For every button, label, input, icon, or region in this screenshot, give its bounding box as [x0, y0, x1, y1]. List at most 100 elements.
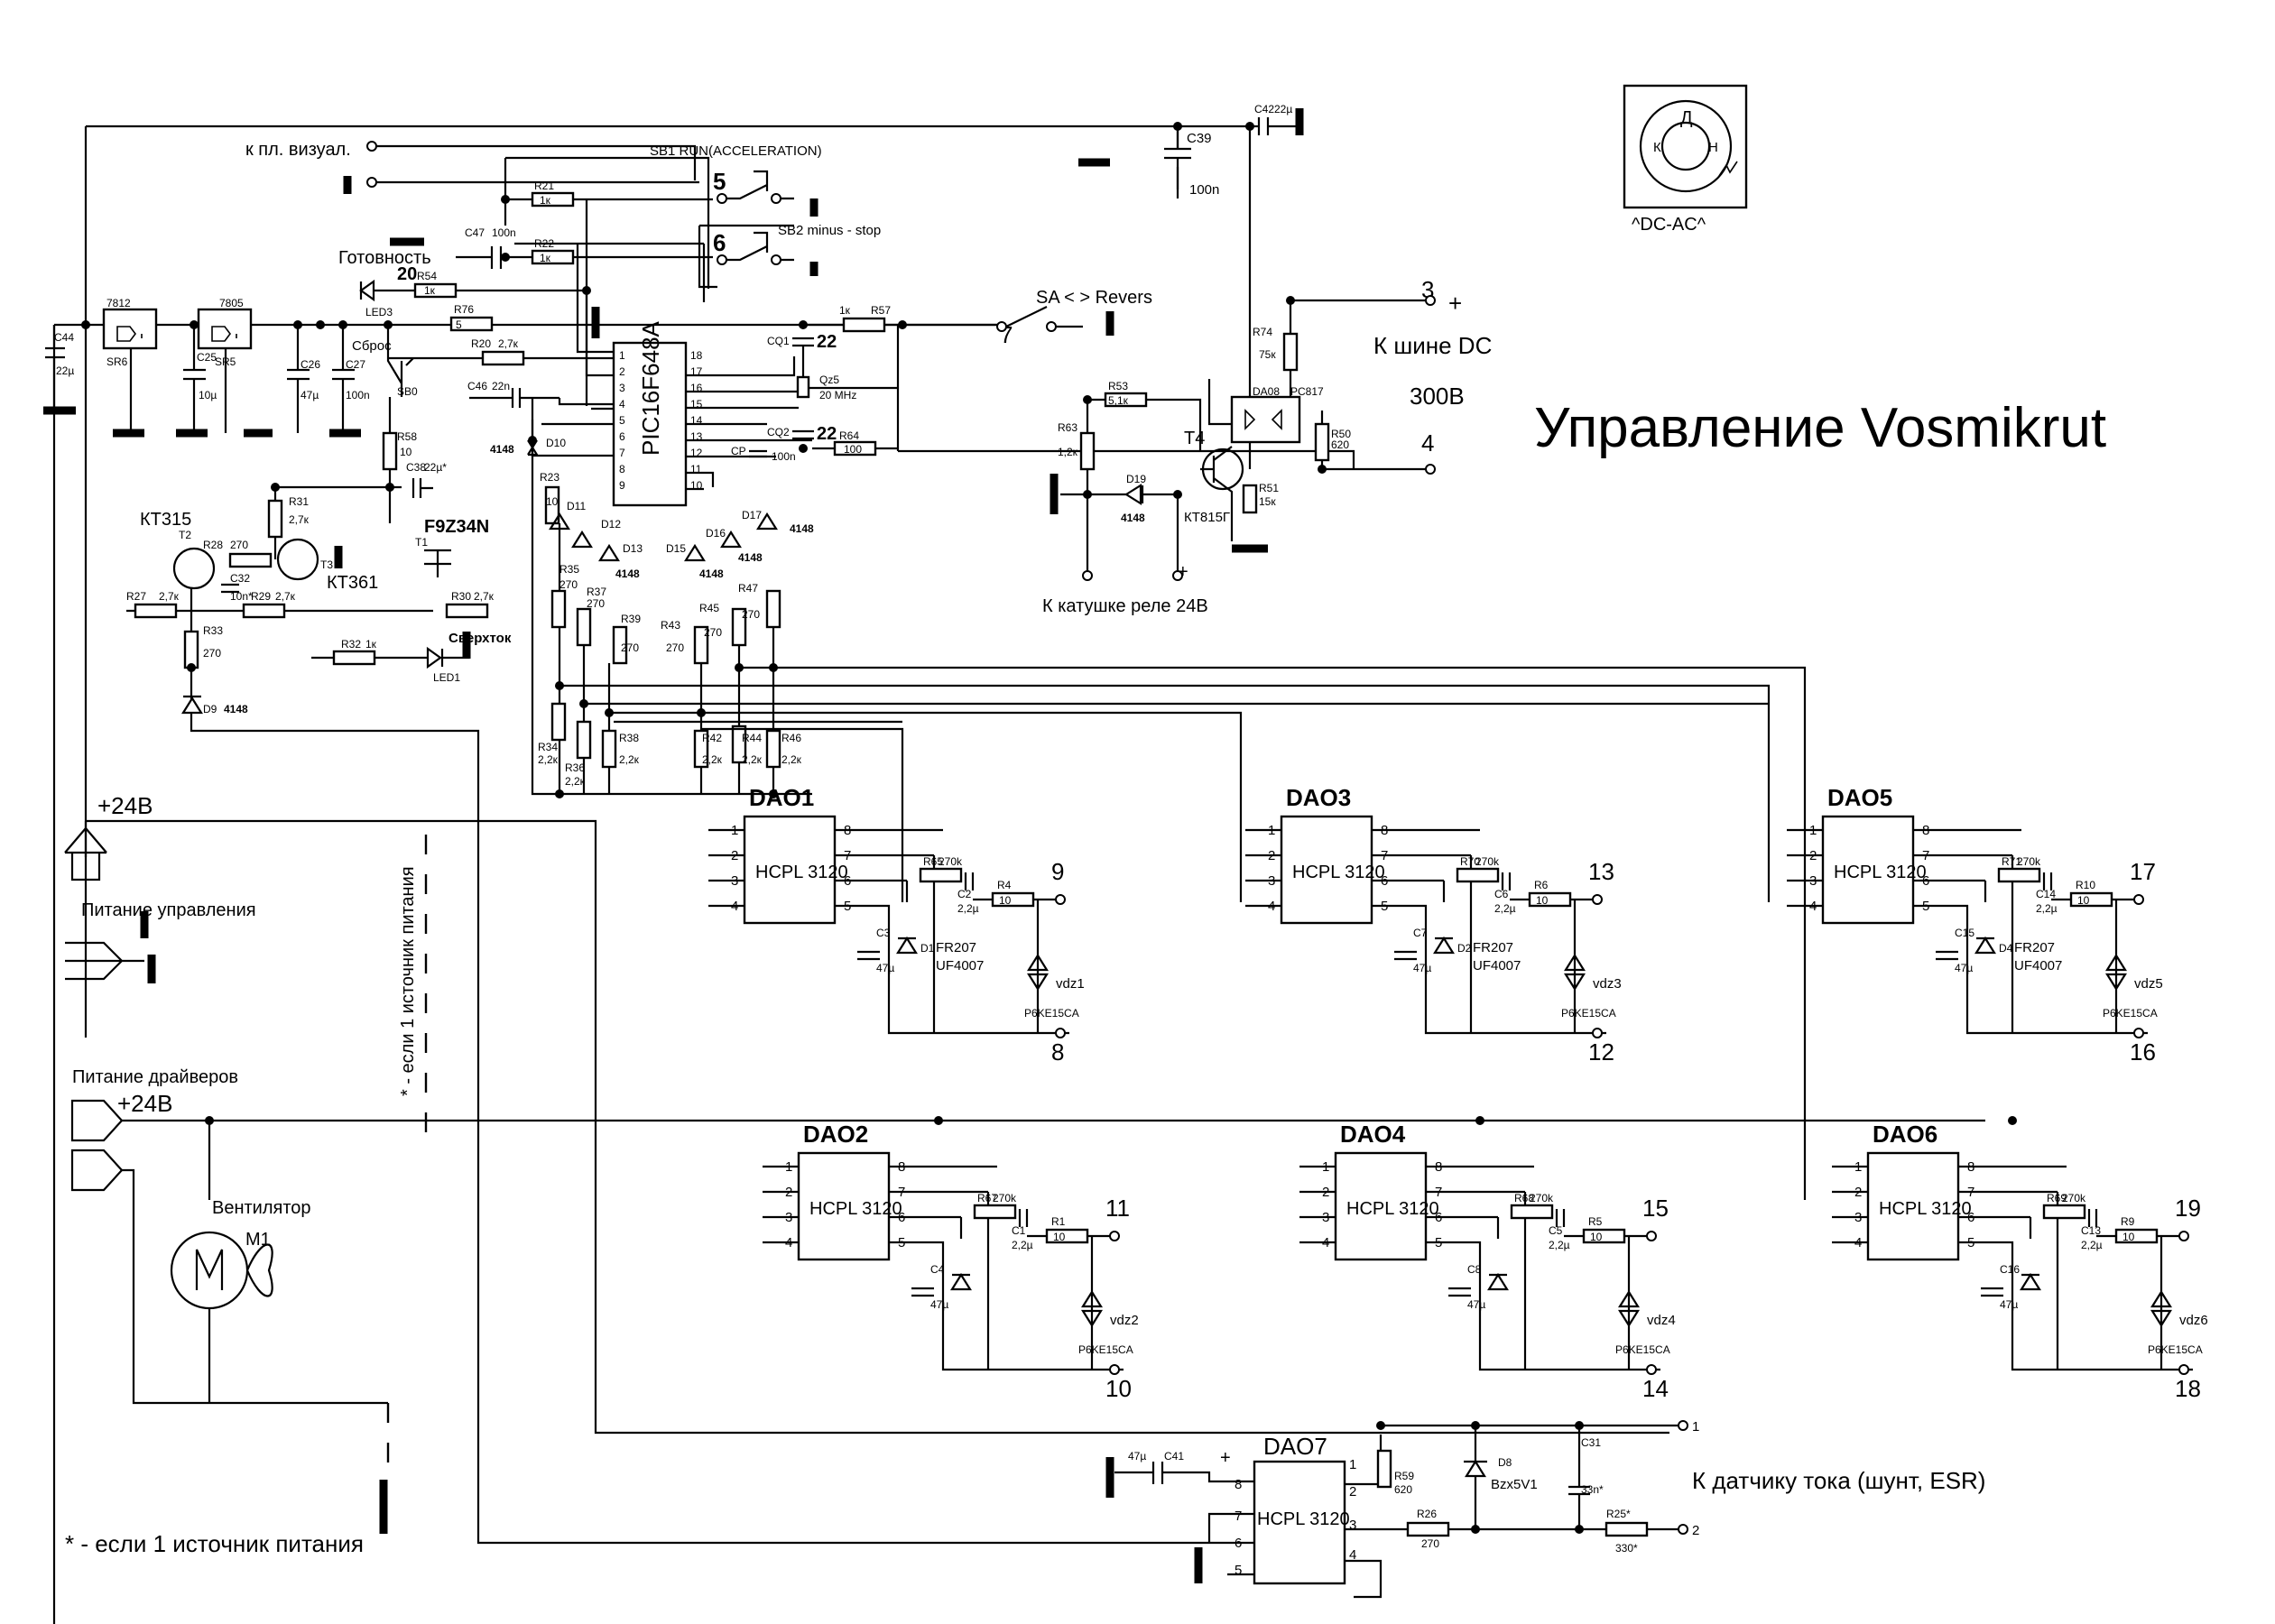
terminal-4: 4 [1421, 429, 1434, 457]
svg-text:4148: 4148 [1121, 512, 1145, 524]
svg-text:FR207: FR207 [1473, 940, 1513, 955]
c47-capacitor: C47 100n [465, 226, 516, 269]
sb2-label: SB2 minus - stop [778, 223, 881, 238]
svg-text:R69: R69 [2047, 1192, 2067, 1204]
svg-text:T4: T4 [1184, 429, 1205, 448]
svg-text:PC817: PC817 [1290, 385, 1324, 398]
svg-text:R46: R46 [781, 732, 801, 744]
svg-text:270k: 270k [993, 1192, 1017, 1204]
c44-capacitor: C44 22µ [45, 331, 74, 377]
svg-text:R23: R23 [540, 471, 560, 484]
svg-text:47µ: 47µ [930, 1298, 948, 1311]
mcu-pic16f648a: PIC16F648A 1 2 3 4 5 6 7 8 9 18 17 16 15… [612, 320, 703, 507]
ready-label: Готовность [338, 248, 431, 268]
svg-text:2,7к: 2,7к [289, 513, 310, 526]
svg-text:R28: R28 [203, 539, 223, 551]
terminal-20: 20 [397, 264, 417, 284]
r59-resistor: R59 620 [1376, 1449, 1414, 1496]
svg-text:2,2µ: 2,2µ [1012, 1239, 1033, 1251]
svg-text:+: + [1178, 562, 1188, 582]
svg-text:100n: 100n [772, 450, 796, 463]
driver-power-connector[interactable] [70, 1099, 124, 1192]
svg-text:10: 10 [2077, 894, 2090, 907]
output-terminal: 16 [2130, 1038, 2156, 1066]
svg-text:C4: C4 [930, 1263, 945, 1276]
svg-text:D2: D2 [1457, 942, 1472, 955]
svg-text:1к: 1к [424, 284, 436, 297]
svg-text:R29: R29 [251, 590, 271, 603]
output-terminal: 17 [2130, 858, 2156, 885]
svg-text:75к: 75к [1259, 348, 1276, 361]
svg-text:R71: R71 [2002, 855, 2021, 868]
c31-capacitor: C31 33n* [1568, 1436, 1604, 1496]
svg-text:270: 270 [704, 626, 722, 639]
svg-text:C14: C14 [2036, 888, 2056, 900]
svg-text:R70: R70 [1460, 855, 1480, 868]
svg-text:HCPL 3120: HCPL 3120 [1257, 1509, 1350, 1529]
svg-text:330*: 330* [1615, 1542, 1638, 1555]
svg-text:M1: M1 [245, 1230, 271, 1250]
svg-text:1к: 1к [839, 304, 851, 317]
svg-text:1,2к: 1,2к [1058, 446, 1078, 458]
reset-button[interactable]: SB0 [386, 325, 418, 398]
regulator-7805: 7805 SR5 [197, 297, 253, 368]
svg-text:8: 8 [619, 463, 625, 475]
control-power-arrow[interactable] [65, 941, 144, 981]
svg-text:UF4007: UF4007 [1473, 958, 1521, 973]
svg-text:270: 270 [621, 641, 639, 654]
current-sensor-label: К датчику тока (шунт, ESR) [1692, 1467, 1985, 1494]
svg-text:4148: 4148 [738, 551, 763, 564]
svg-text:2,7к: 2,7к [474, 590, 495, 603]
c26-capacitor: C26 47µ [287, 358, 320, 401]
svg-text:КТ361: КТ361 [327, 573, 378, 593]
svg-text:22n: 22n [492, 380, 510, 392]
svg-text:270: 270 [1421, 1537, 1439, 1550]
dc-bus-label: К шине DC [1373, 332, 1492, 359]
svg-text:C31: C31 [1581, 1436, 1601, 1449]
svg-text:620: 620 [1331, 438, 1349, 451]
svg-text:6: 6 [619, 430, 625, 443]
svg-text:D9: D9 [203, 703, 217, 715]
control-power-connector[interactable] [64, 826, 107, 881]
output-terminal: 14 [1642, 1375, 1669, 1402]
output-terminal: 12 [1588, 1038, 1614, 1066]
svg-text:R5: R5 [1588, 1215, 1603, 1228]
svg-text:D19: D19 [1126, 473, 1146, 485]
svg-text:R34: R34 [538, 741, 558, 753]
svg-text:5: 5 [1235, 1563, 1242, 1578]
logo-caption: ^DC-AC^ [1632, 215, 1706, 235]
fan-label: Вентилятор [212, 1198, 311, 1218]
r32-resistor: R32 1к [332, 638, 377, 666]
svg-text:2,2µ: 2,2µ [2081, 1239, 2103, 1251]
driver-part: HCPL 3120 [1346, 1199, 1439, 1219]
svg-text:10: 10 [1590, 1231, 1603, 1243]
sb2-switch[interactable] [717, 231, 794, 265]
output-terminal: 18 [2175, 1375, 2201, 1402]
svg-text:FR207: FR207 [2014, 940, 2055, 955]
regulator-7812: 7812 SR6 [102, 297, 158, 368]
svg-text:C39: C39 [1187, 131, 1212, 146]
cq1-capacitor: CQ1 22 [767, 332, 837, 388]
svg-text:R63: R63 [1058, 421, 1077, 434]
svg-text:CP: CP [731, 445, 746, 457]
sa-revers-switch[interactable] [1005, 306, 1083, 332]
svg-text:270: 270 [666, 641, 684, 654]
svg-text:2,2к: 2,2к [538, 753, 559, 766]
c32-capacitor: C32 10n* [221, 572, 253, 603]
svg-text:10µ: 10µ [199, 389, 217, 401]
svg-text:R67: R67 [977, 1192, 997, 1204]
r74-resistor: R74 75к [1253, 326, 1299, 397]
r30-resistor: R30 2,7к [445, 590, 495, 619]
svg-text:270: 270 [230, 539, 248, 551]
svg-text:22µ*: 22µ* [424, 461, 447, 474]
svg-text:R25*: R25* [1606, 1508, 1631, 1520]
svg-text:R10: R10 [2076, 879, 2095, 891]
r26-resistor: R26 270 [1406, 1508, 1450, 1550]
led3-indicator: LED3 [359, 279, 393, 318]
output-terminal: 13 [1588, 858, 1614, 885]
sb1-switch[interactable] [717, 170, 794, 204]
svg-text:1к: 1к [540, 194, 551, 207]
svg-text:D13: D13 [623, 542, 643, 555]
svg-text:2,2µ: 2,2µ [2036, 902, 2058, 915]
